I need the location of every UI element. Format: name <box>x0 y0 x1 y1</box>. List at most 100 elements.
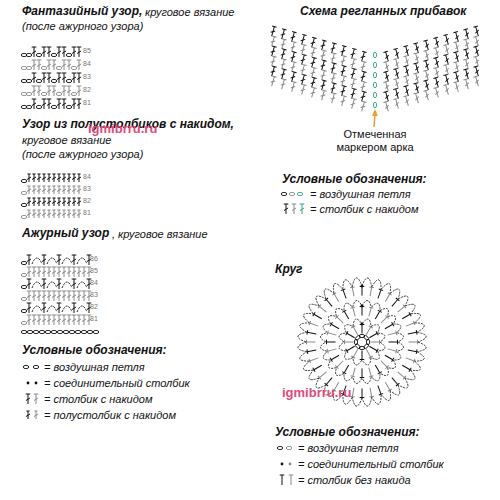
dc-symbol <box>359 101 366 112</box>
dc-symbol <box>403 56 410 67</box>
stitch-slash <box>47 103 51 106</box>
stitch-slash <box>465 73 470 76</box>
dc-symbol <box>67 267 72 277</box>
dc-symbol <box>359 51 366 62</box>
stitch-stem <box>436 58 439 68</box>
dc-symbol <box>32 99 37 109</box>
chain-arch-symbol <box>398 296 408 306</box>
stitch-stem <box>426 41 429 51</box>
stitch-slash <box>62 90 66 93</box>
stitch-slash <box>405 49 410 52</box>
legend-text: = воздушная петля <box>44 360 145 374</box>
stitch-stem <box>362 82 365 92</box>
chain-stitch-symbol <box>57 330 63 333</box>
stitch-slash <box>47 177 51 180</box>
stitch-stem <box>337 361 343 367</box>
chain-arch-symbol <box>77 258 87 264</box>
chain-arch-symbol <box>353 300 362 307</box>
stitch-slash <box>291 85 296 88</box>
hdc-symbol <box>72 210 76 218</box>
chain-stitch-symbol <box>355 343 361 349</box>
dc-symbol <box>32 47 37 57</box>
stitch-stem <box>406 323 414 326</box>
dc-symbol <box>37 267 42 277</box>
dc-symbol <box>339 76 346 87</box>
stitch-stem <box>345 342 354 343</box>
stitch-stem <box>352 388 354 397</box>
stitch-stem <box>396 89 399 99</box>
stitch-top-bar <box>62 73 67 74</box>
stitch-stem <box>319 372 326 378</box>
sc-symbol <box>313 312 323 320</box>
stitch-top-bar <box>393 78 397 79</box>
stitch-stem <box>396 79 399 89</box>
stitch-stem <box>406 56 409 66</box>
stitch-slash <box>455 65 460 68</box>
dc-symbol <box>309 47 316 58</box>
stitch-slash <box>311 41 316 44</box>
dc-symbol <box>279 39 286 50</box>
stitch-top-bar <box>67 315 72 316</box>
chain-arch-symbol <box>77 282 87 288</box>
dc-symbol <box>57 291 62 301</box>
stitch-slash <box>475 30 480 33</box>
stitch-slash <box>42 103 46 106</box>
stitch-stem <box>392 378 398 385</box>
stitch-stem <box>282 49 285 59</box>
stitch-slash <box>475 40 480 43</box>
stitch-top-bar <box>26 411 29 412</box>
chain-stitch-symbol <box>281 192 287 195</box>
stitch-slash <box>32 103 36 106</box>
stitch-stem <box>292 32 295 42</box>
chain-arch-symbol <box>378 333 385 342</box>
dc-symbol <box>383 71 390 82</box>
stitch-slash <box>27 259 31 262</box>
dc-symbol <box>37 291 42 301</box>
stitch-top-bar <box>443 44 447 45</box>
stitch-stem <box>466 49 469 59</box>
stitch-stem <box>381 361 387 367</box>
stitch-slash <box>62 189 66 192</box>
hdc-symbol <box>57 174 61 182</box>
stitch-slash <box>27 201 31 204</box>
stitch-slash <box>72 189 76 192</box>
chain-arch-symbol <box>339 342 346 351</box>
sc-symbol <box>368 344 378 352</box>
chain-stitch-symbol <box>21 191 27 194</box>
stitch-top-bar <box>67 210 70 211</box>
stitch-top-bar <box>362 51 366 52</box>
chain-stitch-symbol <box>93 330 99 333</box>
stitch-top-bar <box>32 198 35 199</box>
chain-arch-symbol <box>353 377 362 384</box>
stitch-stem <box>466 29 469 39</box>
stitch-slash <box>395 102 400 105</box>
stitch-top-bar <box>272 76 276 77</box>
stitch-top-bar <box>27 186 30 187</box>
hdc-symbol <box>67 186 71 194</box>
stitch-slash <box>475 50 480 53</box>
stitch-top-bar <box>413 43 417 44</box>
sc-symbol <box>368 331 378 339</box>
dc-symbol <box>443 34 450 45</box>
stitch-slash <box>77 295 81 298</box>
chain-arch-symbol <box>397 333 404 342</box>
stitch-stem <box>332 63 335 73</box>
stitch-top-bar <box>47 73 52 74</box>
sc-symbol <box>342 310 350 320</box>
sc-symbol <box>330 322 340 330</box>
stitch-slash <box>435 51 440 54</box>
stitch-stem <box>385 382 390 390</box>
dc-symbol <box>269 76 276 87</box>
chain-arch-symbol <box>380 367 388 375</box>
stitch-stem <box>362 72 365 82</box>
stitch-stem <box>396 49 399 59</box>
stitch-top-bar <box>360 377 365 378</box>
slip-stitch-symbol <box>35 382 38 385</box>
stitch-stem <box>332 93 335 103</box>
dc-symbol <box>299 74 306 85</box>
stitch-top-bar <box>72 315 77 316</box>
stitch-slash <box>435 81 440 84</box>
stitch-top-bar <box>52 86 57 87</box>
stitch-stem <box>389 342 398 343</box>
dc-symbol <box>443 44 450 55</box>
